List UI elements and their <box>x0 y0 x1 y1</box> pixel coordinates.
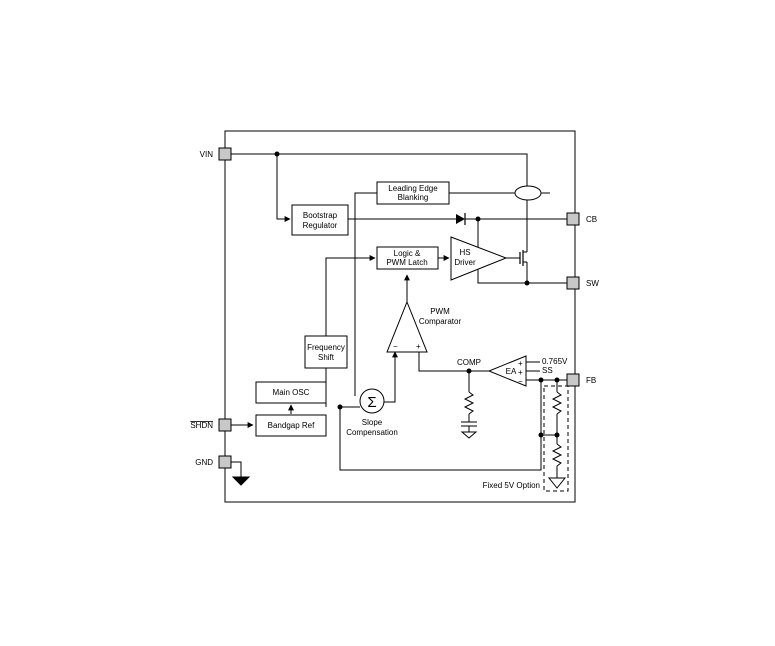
ea-label: EA <box>506 367 517 376</box>
bootstrap-regulator-block: Bootstrap Regulator <box>291 204 349 236</box>
current-sense-icon <box>514 185 542 201</box>
pwm-label-2: Comparator <box>419 317 462 326</box>
pin-shdn-label: SHDN <box>190 421 213 430</box>
slope-label-1: Slope <box>362 418 383 427</box>
hs-label-1: HS <box>459 248 470 257</box>
pwm-comparator-block: − + PWM Comparator <box>386 300 462 353</box>
hs-driver-block: HS Driver <box>450 236 508 281</box>
vref-label: 0.765V <box>542 357 568 366</box>
pin-gnd-label: GND <box>195 458 213 467</box>
leading-edge-label-2: Blanking <box>398 193 429 202</box>
gnd-symbol <box>231 476 251 486</box>
pin-shdn: SHDN <box>190 418 232 432</box>
pin-gnd: GND <box>195 455 232 469</box>
ea-minus: − <box>518 377 523 386</box>
pin-sw: SW <box>566 276 599 290</box>
bandgap-ref-block: Bandgap Ref <box>255 414 327 437</box>
comp-minus-label: − <box>393 342 398 351</box>
slope-label-2: Compensation <box>346 428 398 437</box>
fixed-5v-label: Fixed 5V Option <box>483 481 540 490</box>
leading-edge-blanking-block: Leading Edge Blanking <box>376 181 450 205</box>
ea-plus-1: + <box>518 359 523 368</box>
junction-dots <box>274 151 560 438</box>
error-amplifier-block: EA + + − <box>487 355 527 387</box>
bootstrap-label-2: Regulator <box>303 221 338 230</box>
pin-fb: FB <box>566 373 596 387</box>
logic-label-2: PWM Latch <box>386 258 427 267</box>
pwm-label-1: PWM <box>430 307 450 316</box>
comp-plus-label: + <box>416 342 421 351</box>
frequency-shift-block: Frequency Shift <box>304 335 348 369</box>
sigma-icon: Σ <box>367 394 376 411</box>
pin-fb-label: FB <box>586 376 596 385</box>
bandgap-label: Bandgap Ref <box>268 421 315 430</box>
logic-pwm-latch-block: Logic & PWM Latch <box>376 246 439 270</box>
hs-label-2: Driver <box>454 258 476 267</box>
pin-sw-label: SW <box>586 279 599 288</box>
logic-label-1: Logic & <box>394 249 421 258</box>
freq-label-1: Frequency <box>307 343 345 352</box>
pin-cb-label: CB <box>586 215 597 224</box>
fixed-5v-box <box>543 385 569 492</box>
mosfet-icon <box>519 250 527 266</box>
summing-junction: Σ Slope Compensation <box>346 388 398 437</box>
leading-edge-label-1: Leading Edge <box>388 184 438 193</box>
wires <box>231 153 567 489</box>
main-osc-block: Main OSC <box>255 381 327 404</box>
pin-vin-label: VIN <box>200 150 214 159</box>
diode-icon <box>456 213 466 225</box>
ic-boundary <box>224 130 576 503</box>
pin-vin: VIN <box>200 147 232 161</box>
main-osc-label: Main OSC <box>273 388 310 397</box>
comp-label: COMP <box>457 358 481 367</box>
pin-cb: CB <box>566 212 597 226</box>
bootstrap-label-1: Bootstrap <box>303 211 338 220</box>
freq-label-2: Shift <box>318 353 335 362</box>
ea-plus-2: + <box>518 368 523 377</box>
ss-label: SS <box>542 366 553 375</box>
